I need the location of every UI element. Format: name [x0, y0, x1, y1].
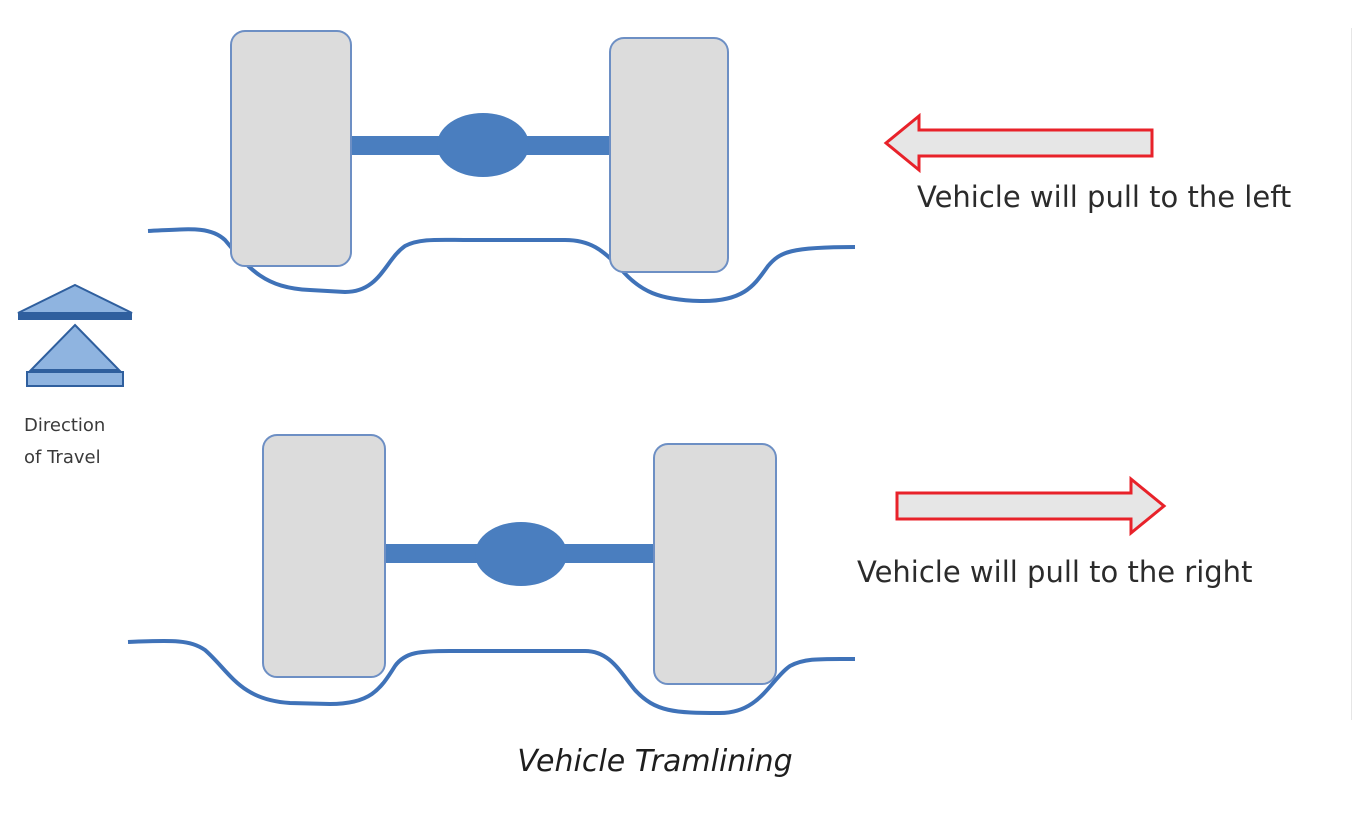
right-arrow-icon — [895, 475, 1167, 537]
top-right-tyre — [609, 37, 729, 273]
pull-right-label: Vehicle will pull to the right — [857, 555, 1253, 589]
direction-label-line1: Direction — [24, 415, 106, 436]
top-left-tyre — [230, 30, 352, 267]
direction-label-line2: of Travel — [24, 447, 101, 468]
pull-left-label: Vehicle will pull to the left — [917, 180, 1292, 214]
bottom-differential — [475, 522, 567, 586]
up-arrow-icon — [17, 283, 133, 387]
right-edge-divider — [1351, 28, 1352, 720]
figure-caption: Vehicle Tramlining — [517, 744, 793, 779]
left-arrow-icon — [883, 112, 1154, 174]
bottom-axle-assembly — [127, 434, 856, 716]
top-differential — [437, 113, 529, 177]
bottom-left-tyre — [262, 434, 386, 678]
bottom-road-surface — [127, 638, 856, 716]
bottom-right-tyre — [653, 443, 777, 685]
top-axle-assembly — [147, 30, 856, 304]
direction-of-travel-label: Direction of Travel — [24, 410, 134, 474]
